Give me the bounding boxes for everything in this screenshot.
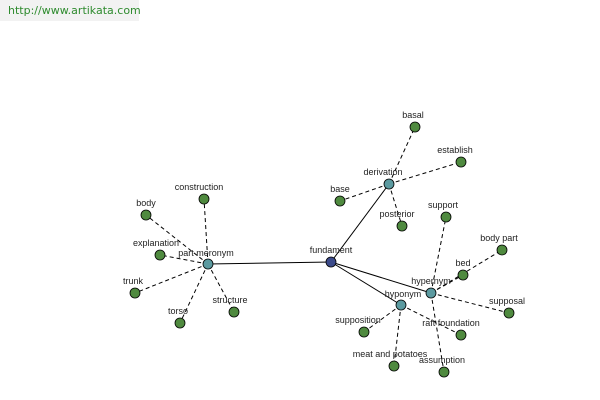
- leaf-assumption-node[interactable]: [438, 366, 450, 378]
- leaf-construction-label: construction: [175, 182, 224, 192]
- leaf-raft-foundation-node[interactable]: [455, 329, 467, 341]
- leaf-supposition-node[interactable]: [358, 326, 370, 338]
- leaf-body-node[interactable]: [140, 209, 152, 221]
- edge-part-meronym-trunk: [134, 263, 209, 294]
- leaf-base-node[interactable]: [334, 195, 346, 207]
- leaf-meat-and-potatoes-node[interactable]: [388, 360, 400, 372]
- relation-part-meronym-node[interactable]: [202, 258, 214, 270]
- leaf-trunk-label: trunk: [123, 276, 144, 286]
- leaf-posterior-node[interactable]: [396, 220, 408, 232]
- relation-derivation-node[interactable]: [383, 178, 395, 190]
- leaf-basal-node[interactable]: [409, 121, 421, 133]
- edge-fundament-hyponym: [330, 261, 402, 306]
- edge-fundament-hypernym: [330, 261, 432, 294]
- relation-hypernym-label: hypernym: [411, 276, 451, 286]
- leaf-support-node[interactable]: [440, 211, 452, 223]
- edge-part-meronym-construction: [203, 198, 209, 265]
- edge-derivation-establish: [388, 161, 462, 185]
- edge-hyponym-supposition: [363, 304, 402, 333]
- leaf-torso-node[interactable]: [174, 317, 186, 329]
- leaf-base-label: base: [330, 184, 350, 194]
- leaf-assumption-label: assumption: [419, 355, 465, 365]
- leaf-explanation-label: explanation: [133, 238, 179, 248]
- leaf-supposal-label: supposal: [489, 296, 525, 306]
- relation-hyponym-node[interactable]: [395, 299, 407, 311]
- relation-derivation-label: derivation: [363, 167, 402, 177]
- leaf-bed-node[interactable]: [457, 269, 469, 281]
- leaf-supposal-node[interactable]: [503, 307, 515, 319]
- leaf-support-label: support: [428, 200, 459, 210]
- leaf-structure-node[interactable]: [228, 306, 240, 318]
- leaf-supposition-label: supposition: [335, 315, 381, 325]
- edge-part-meronym-torso: [179, 263, 209, 324]
- edge-derivation-posterior: [388, 183, 403, 227]
- leaf-trunk-node[interactable]: [129, 287, 141, 299]
- site-url-link[interactable]: http://www.artikata.com: [8, 4, 141, 17]
- leaf-body-part-label: body part: [480, 233, 518, 243]
- leaf-bed-label: bed: [455, 258, 470, 268]
- leaf-meat-and-potatoes-label: meat and potatoes: [353, 349, 428, 359]
- edge-fundament-part-meronym: [207, 261, 332, 265]
- edge-derivation-basal: [388, 126, 416, 185]
- url-bar: http://www.artikata.com: [0, 0, 141, 21]
- leaf-basal-label: basal: [402, 110, 424, 120]
- leaf-posterior-label: posterior: [379, 209, 414, 219]
- center-fundament-label: fundament: [310, 245, 353, 255]
- leaf-body-part-node[interactable]: [496, 244, 508, 256]
- edge-derivation-base: [339, 183, 390, 202]
- edge-part-meronym-structure: [207, 263, 235, 313]
- leaf-raft-foundation-label: raft foundation: [422, 318, 480, 328]
- leaf-establish-node[interactable]: [455, 156, 467, 168]
- edge-hypernym-bed: [430, 274, 464, 294]
- edge-part-meronym-explanation: [159, 254, 209, 265]
- leaf-construction-node[interactable]: [198, 193, 210, 205]
- edge-hypernym-assumption: [430, 292, 445, 373]
- relation-hyponym-label: hyponym: [385, 289, 422, 299]
- edge-hypernym-support: [430, 216, 447, 294]
- leaf-structure-label: structure: [212, 295, 247, 305]
- leaf-establish-label: establish: [437, 145, 473, 155]
- relation-hypernym-node[interactable]: [425, 287, 437, 299]
- relation-part-meronym-label: part meronym: [178, 248, 234, 258]
- center-fundament-node[interactable]: [325, 256, 337, 268]
- leaf-body-label: body: [136, 198, 156, 208]
- leaf-torso-label: torso: [168, 306, 188, 316]
- edge-fundament-derivation: [330, 183, 390, 263]
- leaf-explanation-node[interactable]: [154, 249, 166, 261]
- edge-hyponym-meat-and-potatoes: [393, 304, 402, 367]
- edge-part-meronym-body: [145, 214, 209, 265]
